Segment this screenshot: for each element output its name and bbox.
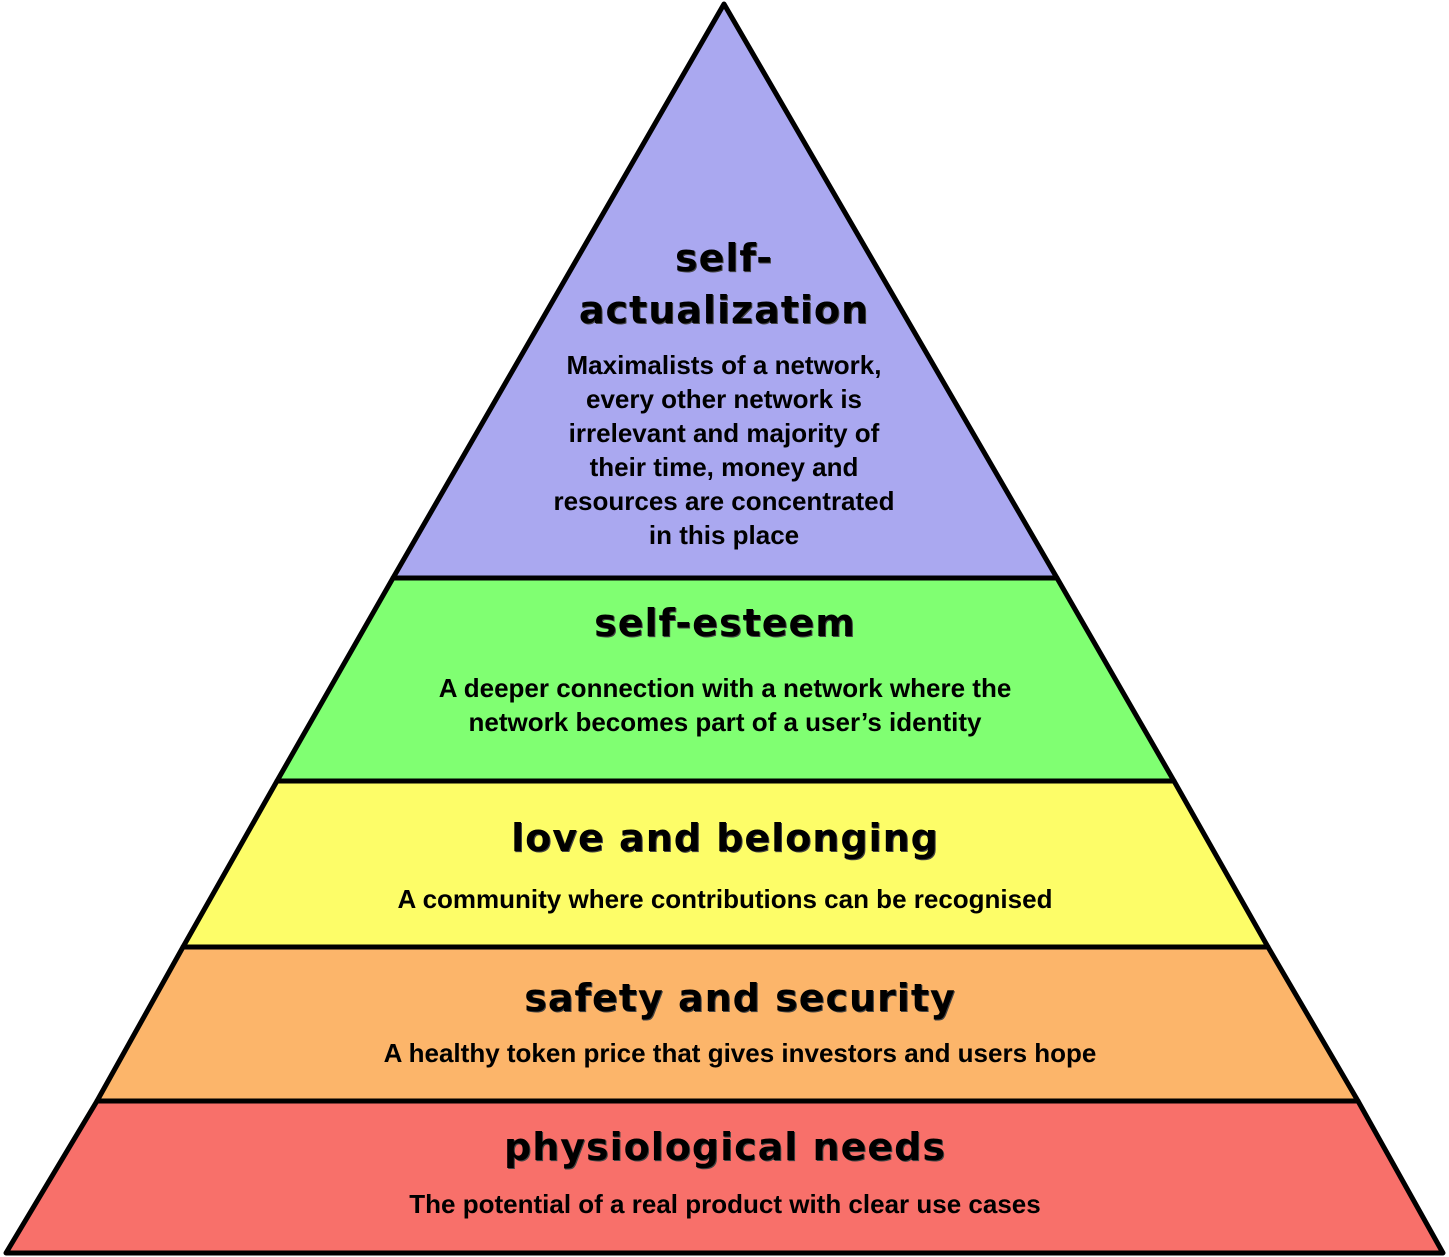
tier-physiological-needs: physiological needs The potential of a r… (140, 1121, 1310, 1221)
tier-description: A deeper connection with a network where… (438, 673, 1012, 737)
tier-description: The potential of a real product with cle… (409, 1189, 1041, 1219)
tier-title: self- actualization (578, 236, 870, 332)
tier-title: physiological needs (504, 1125, 946, 1169)
tier-self-actualization: self- actualization Maximalists of a net… (474, 232, 974, 552)
tier-description: Maximalists of a network, every other ne… (553, 350, 895, 550)
tier-title: safety and security (524, 976, 956, 1020)
tier-safety-and-security: safety and security A healthy token pric… (160, 972, 1320, 1070)
tier-description: A healthy token price that gives investo… (383, 1038, 1097, 1068)
tier-title: love and belonging (511, 816, 939, 860)
tier-love-and-belonging: love and belonging A community where con… (245, 812, 1205, 916)
tier-title: self-esteem (594, 601, 856, 645)
tier-physiological-needs-shape (3, 1098, 1446, 1256)
tier-self-esteem: self-esteem A deeper connection with a n… (340, 597, 1110, 739)
tier-description: A community where contributions can be r… (397, 884, 1053, 914)
